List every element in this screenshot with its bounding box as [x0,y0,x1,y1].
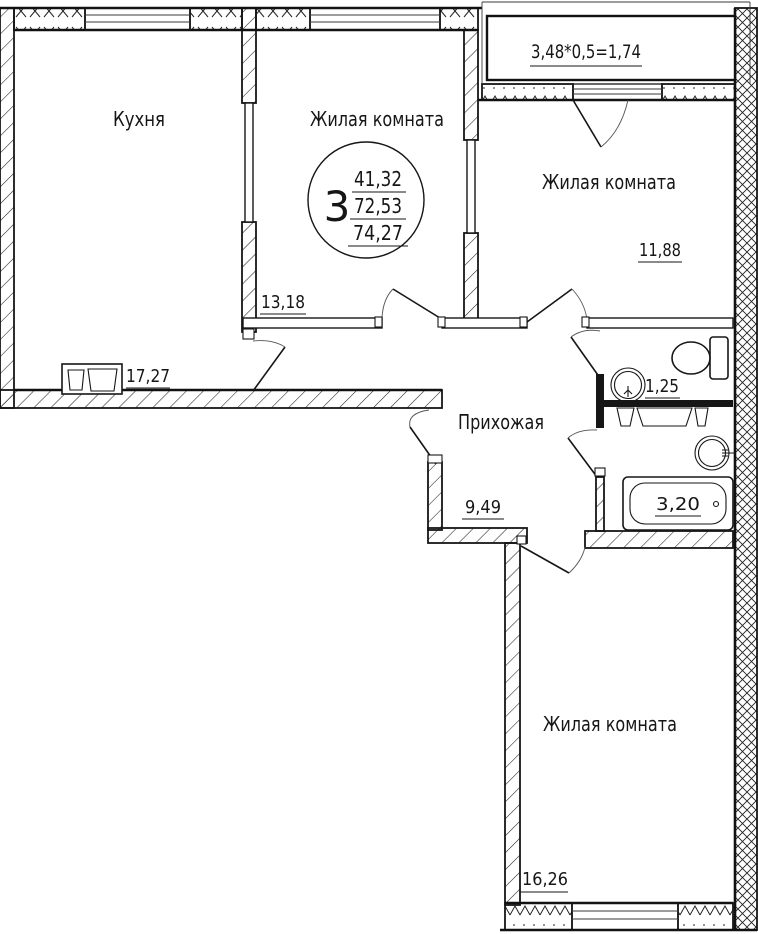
hinge-block [519,316,528,328]
pier-bottom-left [504,902,573,931]
divider-rooms-top [463,29,479,141]
balcony [481,1,751,84]
stamp-circle [307,141,425,259]
bathtub [622,476,734,531]
living-top-label: Жилая комната [310,107,444,131]
partition-rightroom-bottom [586,317,734,329]
living-right-area: 11,88 [639,240,681,261]
hinge-block [242,328,255,340]
balcony-outer-rail [481,1,751,84]
wall-hall-bottom [427,527,528,544]
pier-middle-left [255,7,311,31]
wall-right-outer [734,7,758,931]
middleroom-window [309,7,441,31]
wall-hall-left [427,461,443,531]
wall-bottomroom-left [504,542,521,906]
partition-kitchen-mid [244,102,254,223]
pier-bottom-right [677,902,734,931]
pier-kitchen-right [189,7,243,31]
hinge-block [594,467,606,477]
wc-area: 1,25 [645,376,679,397]
stamp-area: 72,53 [354,194,402,218]
bottomroom-window [571,902,679,931]
hallway-label: Прихожая [458,410,544,434]
bathroom-area: 3,20 [656,494,700,515]
apartment-stamp: 3 41,32 72,53 74,27 [307,141,425,259]
toilet [671,336,729,380]
kitchen-sink [61,363,123,395]
living-top-area: 13,18 [261,292,305,313]
wall-wc-bath-divider [603,400,733,407]
stamp-living-area: 41,32 [354,167,402,191]
labels: Кухня 17,27 Жилая комната 13,18 Жилая ко… [113,41,701,893]
stamp-room-count: 3 [324,182,351,231]
wall-left-outer [0,7,15,409]
middleroom-door [381,288,441,319]
wall-wc-left [596,374,604,428]
hinge-block [437,316,446,328]
doors [242,99,629,574]
bathroom-door [567,429,598,478]
divider-rooms-bottom [463,232,479,328]
hinge-block [581,316,590,328]
wc-door [570,329,601,379]
wall-bath-left [595,476,605,532]
pier-divider-top [241,7,257,31]
hinge-block [374,316,383,328]
kitchen-window [84,7,191,31]
balcony-door-window [572,83,663,101]
partition-middleroom-bottom-a [242,317,383,329]
pier-kitchen-left [13,7,86,31]
fixtures [61,336,735,531]
balcony-inner-edge [485,14,737,82]
living-bottom-label: Жилая комната [543,712,677,736]
pier-balcony-right [661,83,736,101]
kitchen-door [252,340,286,392]
kitchen-area: 17,27 [126,366,170,387]
living-bottom-area: 16,26 [522,869,568,890]
balcony-formula: 3,48*0,5=1,74 [531,41,641,63]
windows [84,7,679,931]
stamp-total-area: 74,27 [353,221,403,245]
divider-kitchen-top [241,29,257,104]
hallway-area: 9,49 [465,497,501,518]
pier-middle-right [439,7,479,31]
balcony-door [572,99,629,148]
divider-kitchen-bottom [241,221,257,333]
living-right-label: Жилая комната [542,170,676,194]
wall-bath-bottom [584,530,734,549]
pier-balcony-left [481,83,574,101]
hinge-block [427,454,443,464]
partition-rooms-mid [466,139,476,234]
hinge-block [516,535,527,545]
bath-washbasin [694,435,735,471]
bathroom-cabinet [616,407,709,427]
partition-middleroom-bottom-b [441,317,528,329]
wc-washbasin [610,367,646,403]
kitchen-label: Кухня [113,107,165,131]
bottomroom-door [520,545,586,574]
